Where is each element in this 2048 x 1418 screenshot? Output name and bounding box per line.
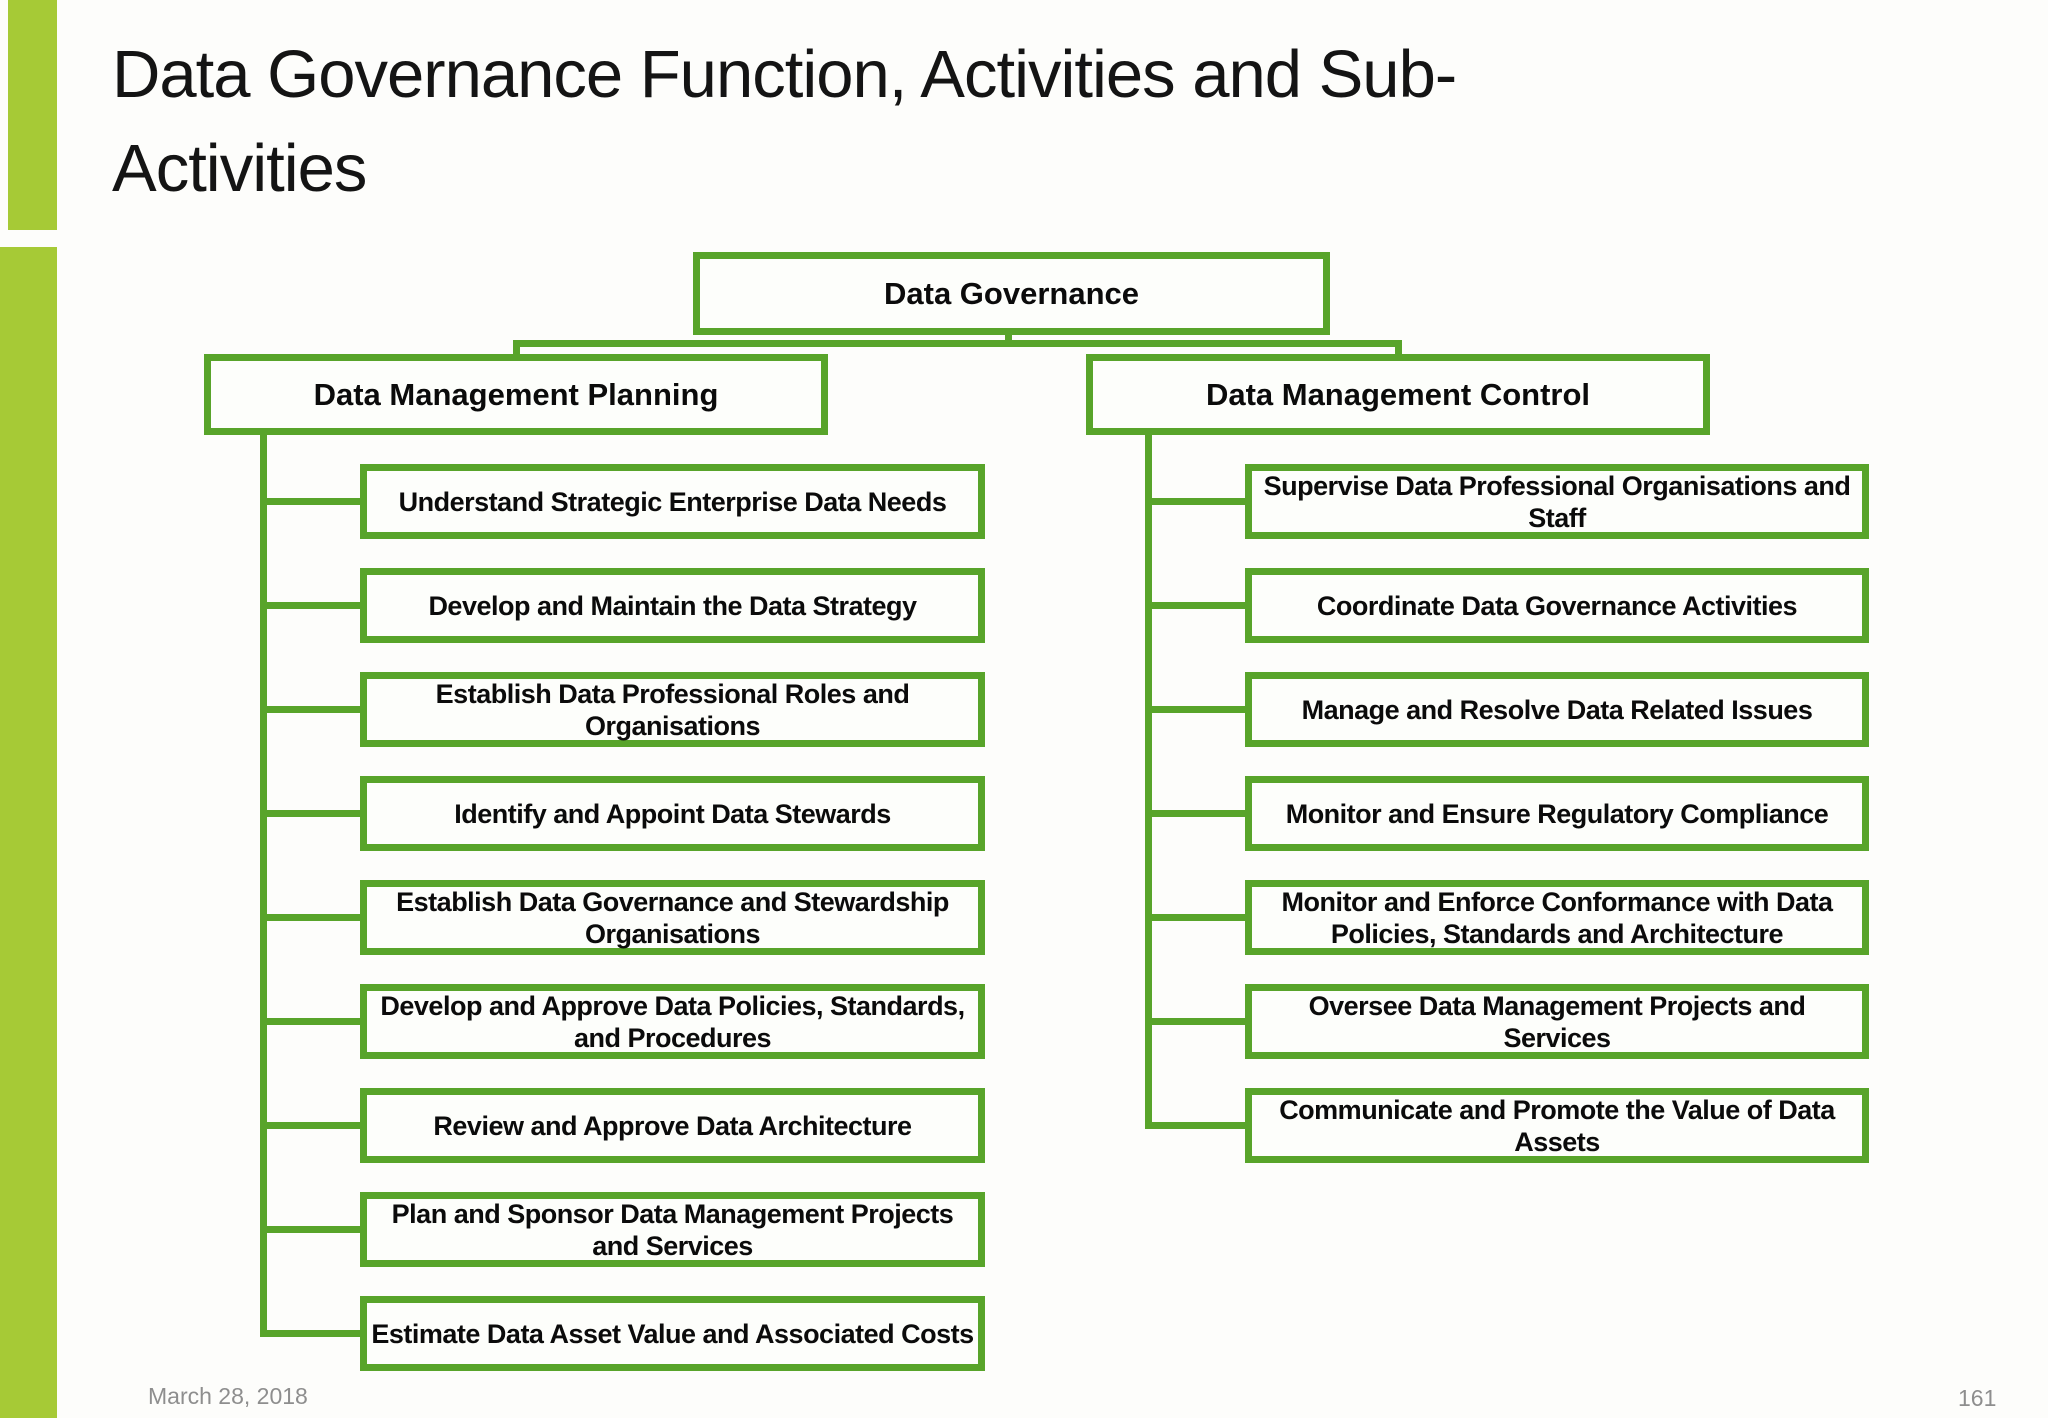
node-data-governance: Data Governance bbox=[693, 252, 1330, 335]
node-control-sub-7: Communicate and Promote the Value of Dat… bbox=[1245, 1088, 1869, 1163]
node-planning-sub-1: Understand Strategic Enterprise Data Nee… bbox=[360, 464, 985, 539]
node-control-sub-4: Monitor and Ensure Regulatory Compliance bbox=[1245, 776, 1869, 851]
connector-stub-right-3 bbox=[1145, 706, 1245, 713]
connector-drop-right bbox=[1395, 340, 1402, 360]
node-control-sub-1: Supervise Data Professional Organisation… bbox=[1245, 464, 1869, 539]
node-planning-sub-5: Establish Data Governance and Stewardshi… bbox=[360, 880, 985, 955]
node-control-sub-2: Coordinate Data Governance Activities bbox=[1245, 568, 1869, 643]
connector-stub-right-4 bbox=[1145, 810, 1245, 817]
node-planning-sub-4: Identify and Appoint Data Stewards bbox=[360, 776, 985, 851]
connector-stub-left-9 bbox=[260, 1330, 360, 1337]
connector-stub-left-1 bbox=[260, 498, 360, 505]
node-data-management-planning: Data Management Planning bbox=[204, 354, 828, 435]
node-planning-sub-7: Review and Approve Data Architecture bbox=[360, 1088, 985, 1163]
node-control-sub-6: Oversee Data Management Projects and Ser… bbox=[1245, 984, 1869, 1059]
connector-stub-left-6 bbox=[260, 1018, 360, 1025]
footer-date: March 28, 2018 bbox=[148, 1383, 308, 1409]
connector-stub-left-7 bbox=[260, 1122, 360, 1129]
connector-top-horizontal bbox=[513, 340, 1402, 347]
accent-bar-top bbox=[8, 0, 57, 230]
connector-drop-left bbox=[513, 340, 520, 360]
node-control-sub-5: Monitor and Enforce Conformance with Dat… bbox=[1245, 880, 1869, 955]
connector-stub-left-5 bbox=[260, 914, 360, 921]
connector-stub-right-5 bbox=[1145, 914, 1245, 921]
node-planning-sub-2: Develop and Maintain the Data Strategy bbox=[360, 568, 985, 643]
connector-stub-right-2 bbox=[1145, 602, 1245, 609]
connector-root-stub bbox=[1005, 330, 1012, 344]
node-planning-sub-8: Plan and Sponsor Data Management Project… bbox=[360, 1192, 985, 1267]
connector-stub-left-4 bbox=[260, 810, 360, 817]
connector-spine-left bbox=[260, 430, 267, 1337]
node-planning-sub-3: Establish Data Professional Roles and Or… bbox=[360, 672, 985, 747]
connector-stub-left-3 bbox=[260, 706, 360, 713]
connector-spine-right bbox=[1145, 430, 1152, 1129]
connector-stub-right-6 bbox=[1145, 1018, 1245, 1025]
accent-bar-side bbox=[0, 247, 57, 1418]
footer-page-number: 161 bbox=[1958, 1385, 1997, 1411]
slide-title: Data Governance Function, Activities and… bbox=[112, 37, 1457, 206]
connector-stub-right-7 bbox=[1145, 1122, 1245, 1129]
node-control-sub-3: Manage and Resolve Data Related Issues bbox=[1245, 672, 1869, 747]
node-planning-sub-9: Estimate Data Asset Value and Associated… bbox=[360, 1296, 985, 1371]
node-planning-sub-6: Develop and Approve Data Policies, Stand… bbox=[360, 984, 985, 1059]
connector-stub-right-1 bbox=[1145, 498, 1245, 505]
connector-stub-left-2 bbox=[260, 602, 360, 609]
node-data-management-control: Data Management Control bbox=[1086, 354, 1710, 435]
connector-stub-left-8 bbox=[260, 1226, 360, 1233]
